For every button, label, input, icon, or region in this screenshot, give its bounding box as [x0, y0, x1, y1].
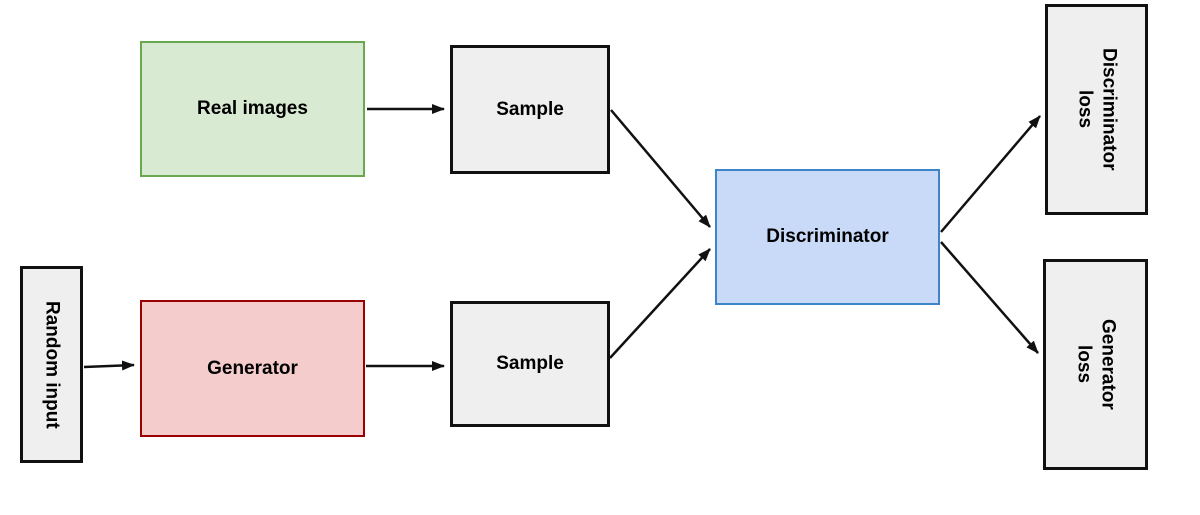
arrow-random-input-to-generator: [83, 360, 135, 371]
node-generator-loss-line2: loss: [1073, 345, 1095, 384]
node-random-input: Random input: [20, 266, 83, 463]
node-discriminator-loss-label: Discriminator loss: [1073, 48, 1121, 170]
arrow-discriminator-to-generator-loss: [940, 241, 1039, 354]
node-real-images-label: Real images: [197, 98, 308, 120]
node-generator-loss-line1: Generator: [1097, 319, 1119, 410]
node-discriminator-loss: Discriminator loss: [1045, 4, 1148, 215]
node-sample-real: Sample: [450, 45, 610, 174]
node-discriminator-loss-line2: loss: [1074, 90, 1096, 129]
node-generator: Generator: [140, 300, 365, 437]
node-generator-loss-label: Generator loss: [1072, 319, 1120, 410]
node-discriminator-label: Discriminator: [766, 226, 889, 248]
node-sample-generated-label: Sample: [496, 353, 564, 375]
arrow-discriminator-to-discriminator-loss: [940, 115, 1041, 233]
node-discriminator-loss-line1: Discriminator: [1098, 48, 1120, 171]
node-random-input-label: Random input: [41, 300, 63, 429]
node-real-images: Real images: [140, 41, 365, 177]
arrow-sample-generated-to-discriminator: [609, 248, 711, 359]
node-sample-real-label: Sample: [496, 98, 564, 120]
node-sample-generated: Sample: [450, 301, 610, 427]
node-discriminator: Discriminator: [715, 169, 940, 305]
node-generator-label: Generator: [207, 357, 298, 379]
arrow-sample-real-to-discriminator: [610, 109, 711, 228]
node-generator-loss: Generator loss: [1043, 259, 1148, 470]
